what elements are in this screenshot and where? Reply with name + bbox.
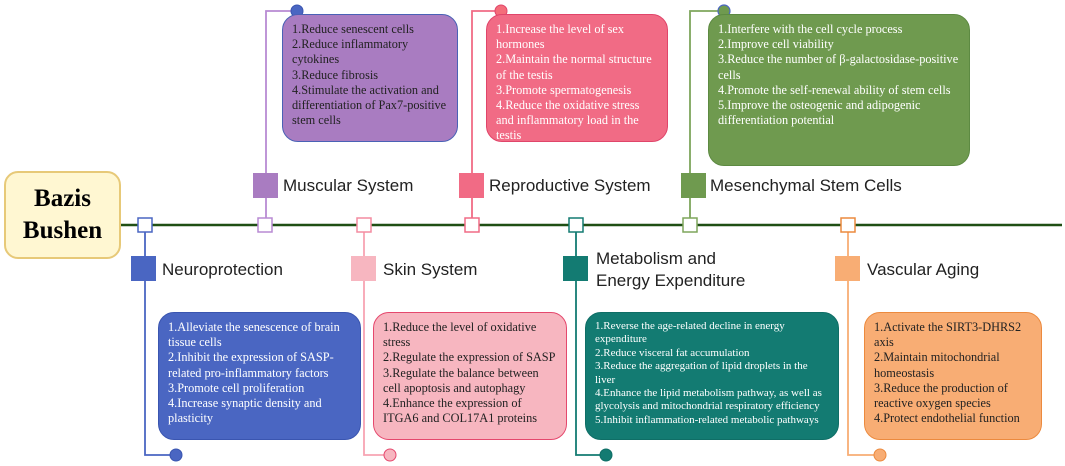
reproductive-item-1: 1.Increase the level of sex hormones <box>496 22 625 52</box>
vascular-connector <box>847 232 878 456</box>
muscular-node <box>257 217 273 233</box>
skin-details-list: 1.Reduce the level of oxidative stress 2… <box>383 320 558 426</box>
skin-connector <box>363 232 388 456</box>
metabolism-details-list: 1.Reverse the age-related decline in ene… <box>595 320 830 427</box>
neuro-item-2: 2.Inhibit the expression of SASP-related… <box>168 350 334 380</box>
skin-item-3: 3.Regulate the balance between cell apop… <box>383 365 539 395</box>
mesenchymal-item-4: 4.Promote the self-renewal ability of st… <box>718 82 951 97</box>
skin-color-square <box>351 256 376 281</box>
skin-item-4: 4.Enhance the expression of ITGA6 and CO… <box>383 396 538 426</box>
neuro-item-3: 3.Promote cell proliferation <box>168 380 305 395</box>
neuro-title: Neuroprotection <box>162 260 283 279</box>
vascular-details-list: 1.Activate the SIRT3-DHRS2 axis 2.Mainta… <box>874 320 1033 426</box>
skin-title: Skin System <box>383 260 478 279</box>
reproductive-details-box: 1.Increase the level of sex hormones 2.M… <box>486 14 668 142</box>
muscular-details-box: 1.Reduce senescent cells 2.Reduce inflam… <box>282 14 458 142</box>
vascular-item-1: 1.Activate the SIRT3-DHRS2 axis <box>874 320 1022 350</box>
root-node-bazis-bushen: Bazis Bushen <box>4 171 121 259</box>
vascular-title: Vascular Aging <box>867 260 980 279</box>
muscular-color-square <box>253 173 278 198</box>
metabolism-item-5: 5.Inhibit inflammation-related metabolic… <box>595 413 819 426</box>
skin-item-1: 1.Reduce the level of oxidative stress <box>383 320 537 350</box>
vascular-node <box>840 217 856 233</box>
metabolism-title-line-1: Metabolism and <box>596 249 717 268</box>
mesenchymal-item-1: 1.Interfere with the cell cycle process <box>718 22 903 36</box>
vascular-end-dot <box>873 448 887 462</box>
vascular-item-3: 3.Reduce the production of reactive oxyg… <box>874 380 1008 411</box>
reproductive-item-2: 2.Maintain the normal structure of the t… <box>496 52 652 82</box>
neuro-connector <box>144 232 174 456</box>
skin-end-dot <box>383 448 397 462</box>
mesenchymal-item-3: 3.Reduce the number of β-galactosidase-p… <box>718 52 959 82</box>
metabolism-title-line-2: Energy Expenditure <box>596 271 746 290</box>
muscular-details-list: 1.Reduce senescent cells 2.Reduce inflam… <box>292 22 449 128</box>
metabolism-node <box>568 217 584 233</box>
muscular-item-2: 2.Reduce inflammatory cytokines <box>292 37 409 67</box>
skin-item-2: 2.Regulate the expression of SASP <box>383 350 556 365</box>
neuro-color-square <box>131 256 156 281</box>
metabolism-item-3: 3.Reduce the aggregation of lipid drople… <box>595 360 808 386</box>
mesenchymal-node <box>682 217 698 233</box>
muscular-item-1: 1.Reduce senescent cells <box>292 22 414 36</box>
muscular-connector <box>265 10 296 218</box>
reproductive-color-square <box>459 173 484 198</box>
metabolism-item-1: 1.Reverse the age-related decline in ene… <box>595 320 785 346</box>
skin-details-box: 1.Reduce the level of oxidative stress 2… <box>373 312 567 440</box>
reproductive-connector <box>471 10 500 218</box>
metabolism-item-2: 2.Reduce visceral fat accumulation <box>595 346 750 359</box>
neuro-node <box>137 217 153 233</box>
neuro-details-list: 1.Alleviate the senescence of brain tiss… <box>168 320 352 426</box>
mesenchymal-item-2: 2.Improve cell viability <box>718 37 834 52</box>
reproductive-item-4: 4.Reduce the oxidative stress and inflam… <box>496 98 640 142</box>
muscular-item-3: 3.Reduce fibrosis <box>292 67 379 82</box>
reproductive-title: Reproductive System <box>489 176 651 195</box>
metabolism-details-box: 1.Reverse the age-related decline in ene… <box>585 312 839 440</box>
reproductive-node <box>464 217 480 233</box>
muscular-title: Muscular System <box>283 176 414 195</box>
neuro-item-4: 4.Increase synaptic density and plastici… <box>168 396 322 426</box>
root-title-line-1: Bazis <box>34 185 91 212</box>
reproductive-details-list: 1.Increase the level of sex hormones 2.M… <box>496 22 659 142</box>
skin-node <box>356 217 372 233</box>
muscular-item-4: 4.Stimulate the activation and different… <box>292 82 447 128</box>
mesenchymal-item-5: 5.Improve the osteogenic and adipogenic … <box>718 98 921 128</box>
mesenchymal-title: Mesenchymal Stem Cells <box>710 176 902 195</box>
metabolism-color-square <box>563 256 588 281</box>
vascular-color-square <box>835 256 860 281</box>
neuro-item-1: 1.Alleviate the senescence of brain tiss… <box>168 320 340 350</box>
root-title-line-2: Bushen <box>22 217 103 244</box>
mesenchymal-color-square <box>681 173 706 198</box>
mesenchymal-details-box: 1.Interfere with the cell cycle process … <box>708 14 970 166</box>
vascular-details-box: 1.Activate the SIRT3-DHRS2 axis 2.Mainta… <box>864 312 1042 440</box>
metabolism-item-4: 4.Enhance the lipid metabolism pathway, … <box>595 387 822 413</box>
reproductive-item-3: 3.Promote spermatogenesis <box>496 82 632 97</box>
metabolism-connector <box>575 232 604 456</box>
mesenchymal-connector <box>689 10 722 218</box>
metabolism-end-dot <box>599 448 613 462</box>
vascular-item-2: 2.Maintain mitochondrial homeostasis <box>874 350 1000 380</box>
vascular-item-4: 4.Protect endothelial function <box>874 411 1020 426</box>
neuro-end-dot <box>169 448 183 462</box>
neuro-details-box: 1.Alleviate the senescence of brain tiss… <box>158 312 361 440</box>
mesenchymal-details-list: 1.Interfere with the cell cycle process … <box>718 22 961 128</box>
